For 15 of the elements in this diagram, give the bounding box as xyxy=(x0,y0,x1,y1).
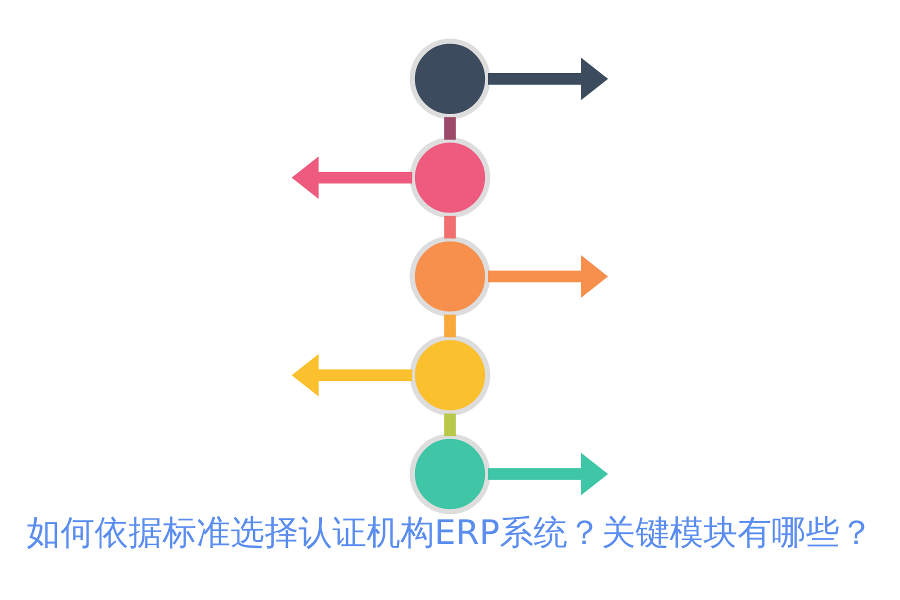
diagram-title: 如何依据标准选择认证机构ERP系统？关键模块有哪些？ xyxy=(26,512,874,552)
arrow xyxy=(488,452,608,495)
node-circle xyxy=(410,433,490,514)
arrow xyxy=(488,57,608,100)
connector xyxy=(444,215,456,238)
arrow xyxy=(488,254,608,298)
node-circle xyxy=(410,236,490,316)
connector xyxy=(444,412,456,436)
connector xyxy=(444,116,456,140)
node-circle xyxy=(410,334,490,416)
arrow xyxy=(292,156,412,198)
node-circle xyxy=(410,136,490,218)
connector xyxy=(444,314,456,337)
arrow xyxy=(292,353,412,396)
node-circle xyxy=(410,38,490,119)
